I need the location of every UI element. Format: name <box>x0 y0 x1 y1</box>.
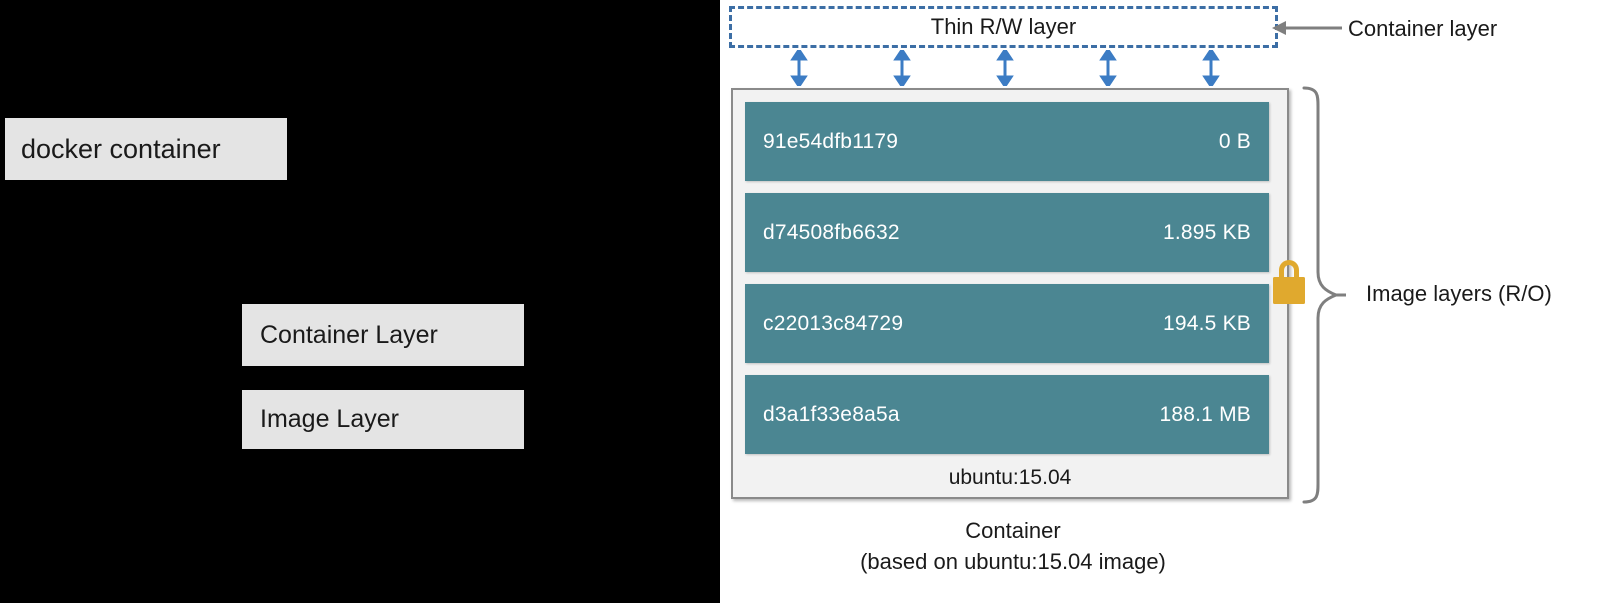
docker-container-label-box: docker container <box>5 118 287 180</box>
double-arrow-icon-5 <box>1202 50 1220 86</box>
container-layer-annotation: Container layer <box>1348 16 1498 41</box>
lock-icon <box>1273 260 1305 304</box>
container-layer-label: Container Layer <box>260 320 438 349</box>
container-layer-callout-arrow <box>1272 21 1342 35</box>
double-arrow-icon-3 <box>996 50 1014 86</box>
layer-id: d3a1f33e8a5a <box>763 402 900 426</box>
double-arrow-icon-2 <box>893 50 911 86</box>
double-arrow-icon-1 <box>790 50 808 86</box>
layer-id: d74508fb6632 <box>763 220 900 244</box>
layer-id: c22013c84729 <box>763 311 904 335</box>
thin-rw-layer-box: Thin R/W layer <box>729 6 1278 48</box>
image-layer-row[interactable]: c22013c84729 194.5 KB <box>745 284 1269 363</box>
image-layers-annotation: Image layers (R/O) <box>1366 281 1552 306</box>
right-diagram-panel: Thin R/W layer <box>720 0 1606 603</box>
layer-size: 194.5 KB <box>1163 311 1251 335</box>
image-layer-row[interactable]: 91e54dfb1179 0 B <box>745 102 1269 181</box>
layer-id: 91e54dfb1179 <box>763 129 899 153</box>
image-container-box: 91e54dfb1179 0 B d74508fb6632 1.895 KB c… <box>731 88 1289 499</box>
thin-rw-layer-label: Thin R/W layer <box>930 14 1077 39</box>
image-layer-row[interactable]: d74508fb6632 1.895 KB <box>745 193 1269 272</box>
container-layer-label-box: Container Layer <box>242 304 524 366</box>
image-layer-label-box: Image Layer <box>242 390 524 449</box>
caption-line-2: (based on ubuntu:15.04 image) <box>860 549 1166 574</box>
diagram-caption: Container (based on ubuntu:15.04 image) <box>720 515 1306 577</box>
image-layers-brace <box>1302 86 1346 504</box>
layer-size: 188.1 MB <box>1159 402 1251 426</box>
docker-container-label: docker container <box>21 133 221 164</box>
caption-line-1: Container <box>965 518 1061 543</box>
double-arrow-icon-4 <box>1099 50 1117 86</box>
left-black-panel: docker container Container Layer Image L… <box>0 0 720 603</box>
image-layer-row[interactable]: d3a1f33e8a5a 188.1 MB <box>745 375 1269 454</box>
layer-size: 1.895 KB <box>1163 220 1251 244</box>
layer-size: 0 B <box>1218 129 1251 153</box>
image-tag-label: ubuntu:15.04 <box>948 466 1072 489</box>
rw-to-image-arrows-group <box>790 50 1220 86</box>
image-layer-label: Image Layer <box>260 405 399 433</box>
